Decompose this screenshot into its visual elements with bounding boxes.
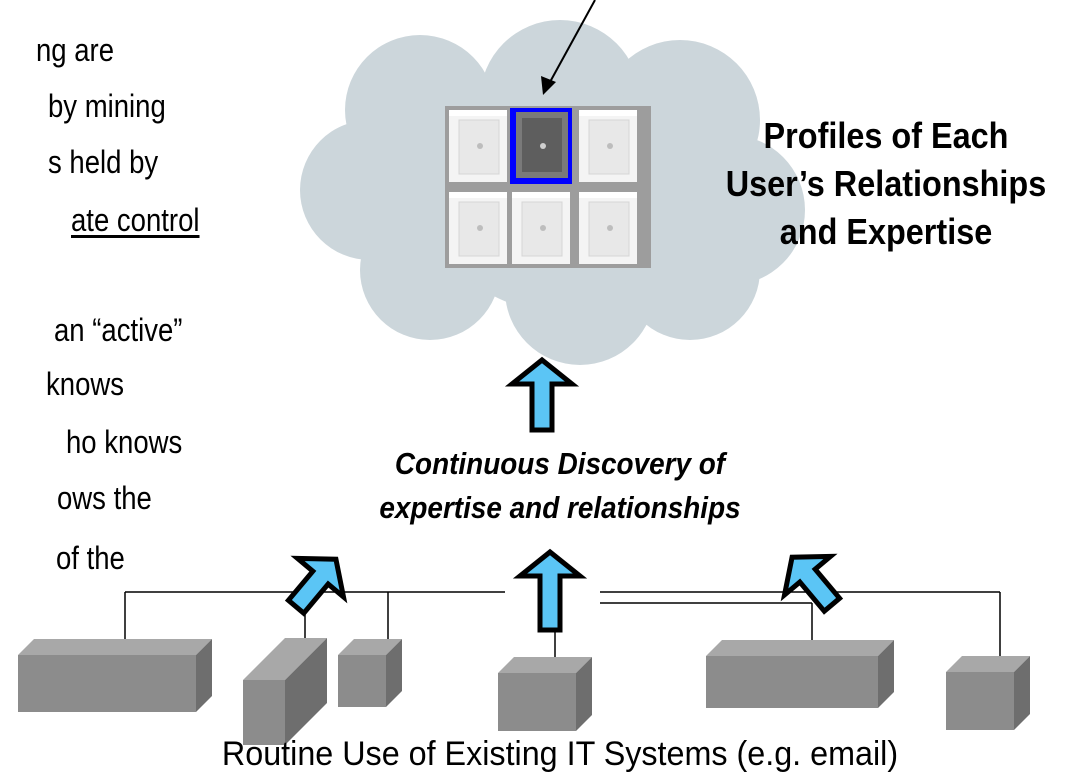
discovery-label-line: Continuous Discovery of xyxy=(394,446,726,481)
it-system-box xyxy=(338,639,402,707)
bullet-line: by mining xyxy=(48,88,166,124)
bullet-line: s held by xyxy=(47,144,158,180)
profile-safes-icon xyxy=(445,106,651,268)
safe-icon xyxy=(512,192,570,264)
routine-label: Routine Use of Existing IT Systems (e.g.… xyxy=(221,735,899,773)
bullet-line: ows the xyxy=(57,480,152,516)
profiles-label-line: Profiles of Each xyxy=(763,115,1009,156)
up-arrow-icon xyxy=(504,356,580,433)
bullet-line: ho knows xyxy=(65,424,182,460)
safe-icon xyxy=(449,110,507,182)
profiles-label-line: and Expertise xyxy=(779,211,993,252)
up-arrow-icon xyxy=(512,548,588,633)
bullet-line: ng are xyxy=(35,32,114,68)
safe-icon xyxy=(579,110,637,182)
discovery-label-line: expertise and relationships xyxy=(379,490,741,525)
bullet-line: an “active” xyxy=(53,312,182,348)
safe-icon xyxy=(449,192,507,264)
it-system-box xyxy=(498,657,592,731)
bullet-line: of the xyxy=(56,540,125,576)
it-system-box xyxy=(706,640,894,708)
discovery-arrows xyxy=(284,356,844,633)
safe-icon xyxy=(510,108,572,184)
bullet-line: ate control xyxy=(71,202,200,238)
up-arrow-icon xyxy=(780,553,844,615)
discovery-label: Continuous Discovery of expertise and re… xyxy=(330,442,790,530)
it-systems xyxy=(18,638,1030,745)
bullet-line: knows xyxy=(45,366,124,402)
it-system-box xyxy=(18,639,212,712)
safe-icon xyxy=(579,192,637,264)
it-system-box xyxy=(946,656,1030,730)
pointer-arrow xyxy=(541,0,596,95)
up-arrow-icon xyxy=(284,555,348,617)
profiles-label: Profiles of Each User’s Relationships an… xyxy=(686,112,1086,256)
profiles-label-line: User’s Relationships xyxy=(725,163,1047,204)
it-system-box xyxy=(243,638,327,745)
